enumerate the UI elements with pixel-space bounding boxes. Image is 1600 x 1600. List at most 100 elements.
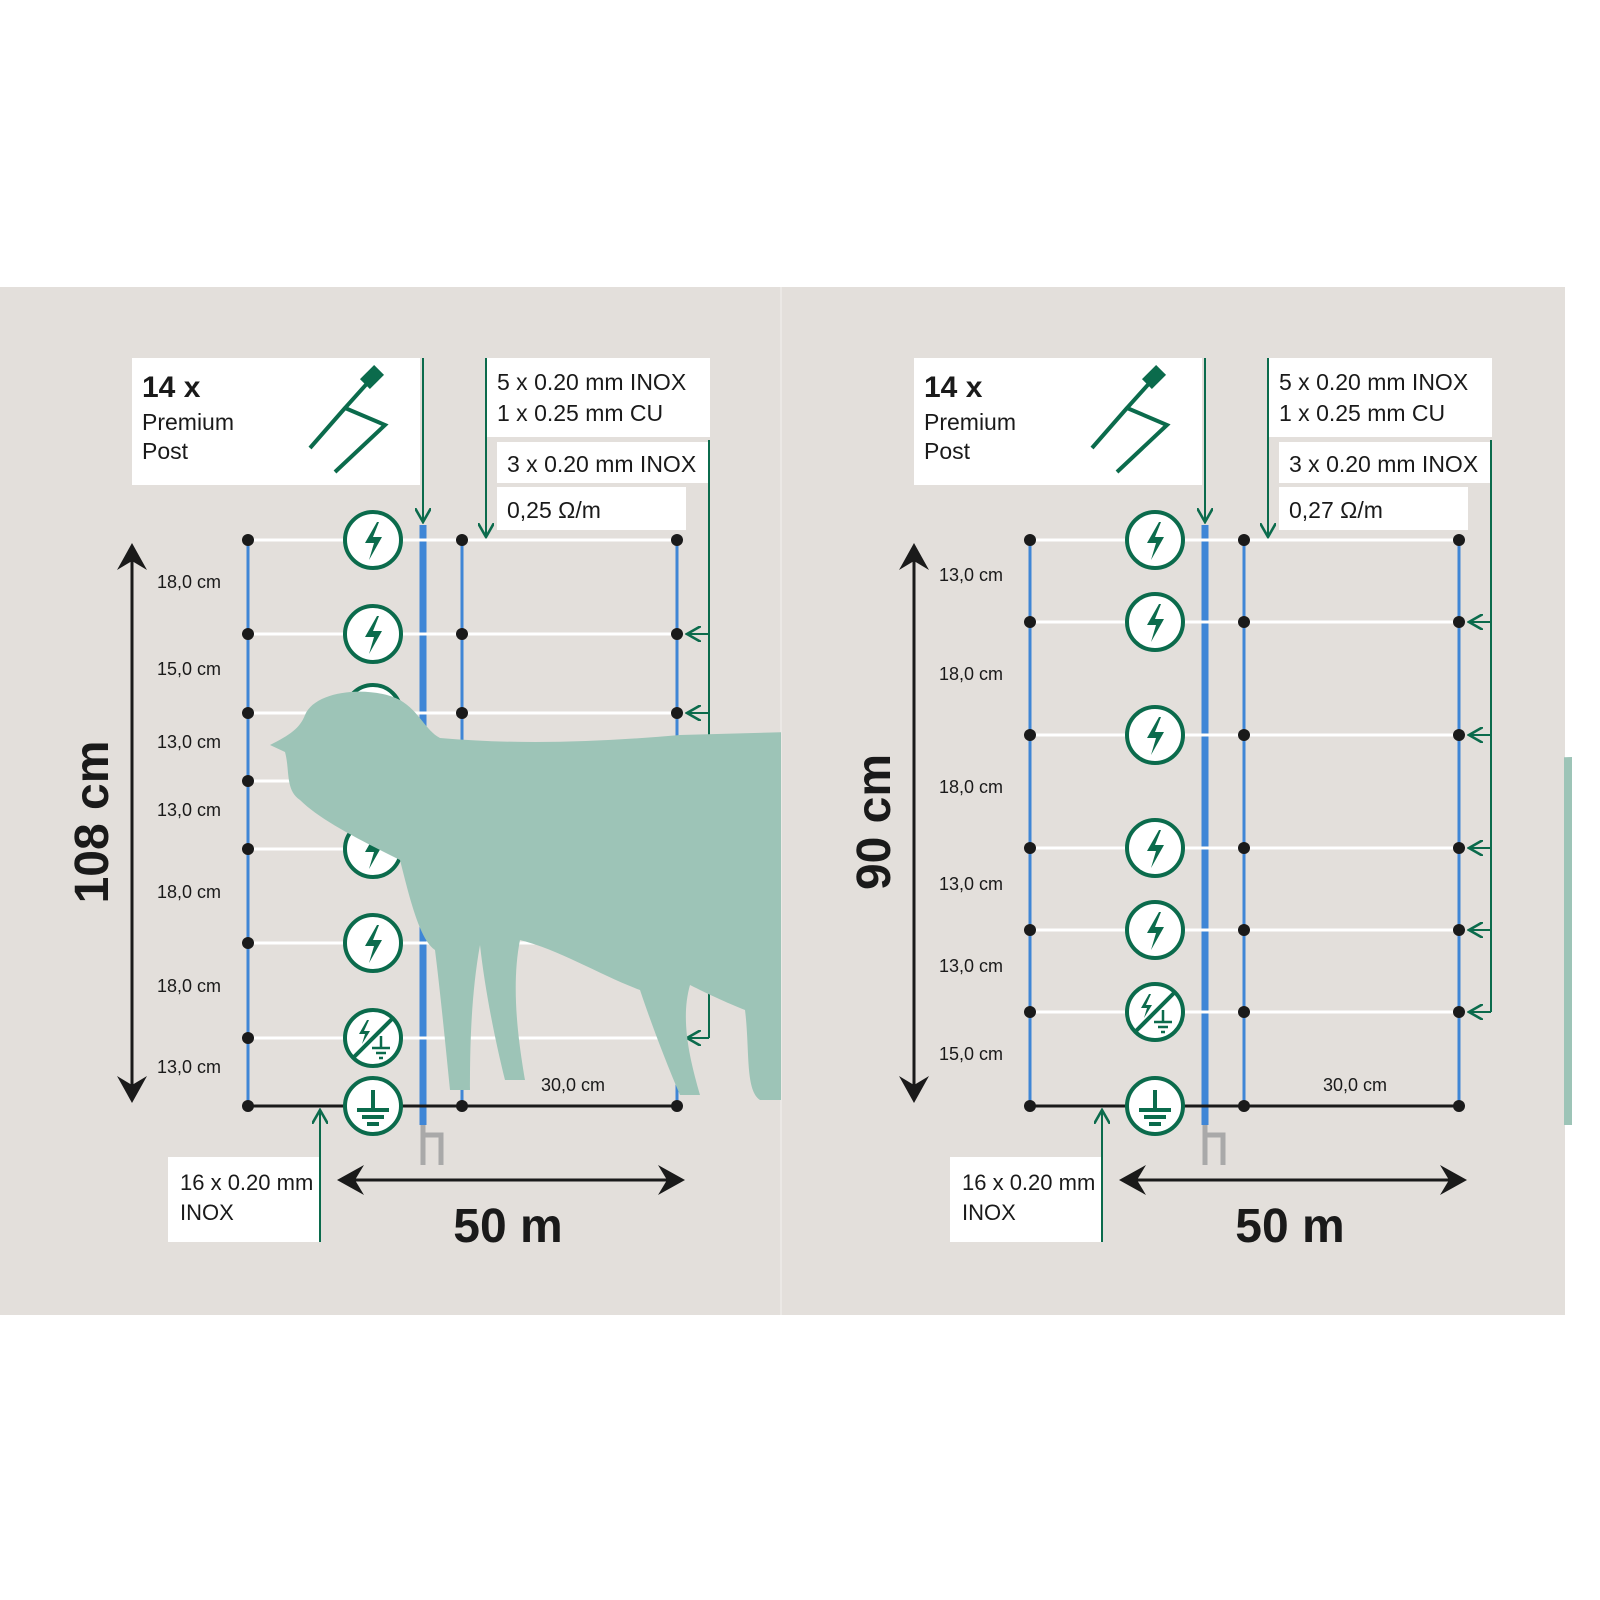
wire-spacing-label: 15,0 cm: [939, 1044, 1003, 1064]
ground-icon: [1125, 1076, 1185, 1136]
wire-knot: [242, 534, 254, 546]
ground-wire-spec: INOX: [962, 1200, 1016, 1225]
post-name: Post: [142, 438, 189, 464]
resistance-box: [1279, 487, 1468, 530]
post-icon: [308, 364, 389, 474]
wire-knot: [242, 775, 254, 787]
conductor-spec: 5 x 0.20 mm INOX: [1279, 369, 1468, 395]
lightning-icon: [1125, 510, 1185, 570]
wire-spacing-label: 13,0 cm: [939, 874, 1003, 894]
wire-knot: [671, 628, 683, 640]
lightning-icon: [1125, 705, 1185, 765]
wire-knot: [456, 1100, 468, 1112]
wire-knot: [1453, 729, 1465, 741]
wire-knot: [1024, 1006, 1036, 1018]
post-name: Premium: [142, 409, 234, 435]
wire-spacing-label: 18,0 cm: [157, 572, 221, 592]
wire-knot: [1238, 924, 1250, 936]
conductor-box: [1267, 358, 1492, 437]
wire-knot: [1238, 1100, 1250, 1112]
wire-knot: [1024, 924, 1036, 936]
ground-wire-spec: 16 x 0.20 mm: [180, 1170, 313, 1195]
wire-spacing-label: 13,0 cm: [939, 565, 1003, 585]
wire-knot: [1238, 729, 1250, 741]
wire-knot: [242, 1100, 254, 1112]
ground-wire-box: [168, 1157, 320, 1242]
ground-wire-spec: INOX: [180, 1200, 234, 1225]
wire-knot: [671, 534, 683, 546]
wire-knot: [671, 707, 683, 719]
wire-knot: [1238, 1006, 1250, 1018]
sheep-icon: [270, 691, 781, 1100]
resistance-box: [497, 487, 686, 530]
wire-spacing-label: 13,0 cm: [157, 800, 221, 820]
lightning-ground-switch-icon: [343, 1008, 403, 1068]
wire-spacing-label: 13,0 cm: [939, 956, 1003, 976]
wire-knot: [1238, 842, 1250, 854]
height-label: 90 cm: [848, 754, 901, 890]
lightning-icon: [1125, 900, 1185, 960]
wire-knot: [242, 937, 254, 949]
post-spacing-label: 30,0 cm: [1323, 1075, 1387, 1095]
sheep-icon: [1564, 757, 1572, 1125]
lightning-icon: [343, 604, 403, 664]
wire-knot: [456, 534, 468, 546]
wire-knot: [1453, 1006, 1465, 1018]
wire-knot: [1453, 616, 1465, 628]
wire-knot: [456, 707, 468, 719]
wire-knot: [1453, 534, 1465, 546]
wire-knot: [1453, 842, 1465, 854]
conductor-spec: 1 x 0.25 mm CU: [497, 400, 663, 426]
lightning-icon: [343, 510, 403, 570]
lightning-ground-switch-icon: [1125, 982, 1185, 1042]
conductor-spec: 3 x 0.20 mm INOX: [1289, 451, 1478, 477]
conductor-box: [1279, 442, 1490, 483]
wire-spacing-label: 13,0 cm: [157, 1057, 221, 1077]
resistance-value: 0,25 Ω/m: [507, 497, 601, 523]
lightning-icon: [343, 913, 403, 973]
wire-spacing-label: 13,0 cm: [157, 732, 221, 752]
wire-knot: [1024, 534, 1036, 546]
wire-spacing-label: 15,0 cm: [157, 659, 221, 679]
resistance-value: 0,27 Ω/m: [1289, 497, 1383, 523]
wire-knot: [242, 843, 254, 855]
wire-knot: [671, 1100, 683, 1112]
length-label: 50 m: [453, 1200, 562, 1253]
ground-icon: [343, 1076, 403, 1136]
post-icon: [1090, 364, 1171, 474]
post-spacing-label: 30,0 cm: [541, 1075, 605, 1095]
conductor-box: [497, 442, 708, 483]
height-label: 108 cm: [66, 741, 119, 904]
conductor-spec: 1 x 0.25 mm CU: [1279, 400, 1445, 426]
wire-spacing-label: 18,0 cm: [939, 664, 1003, 684]
length-label: 50 m: [1235, 1200, 1344, 1253]
wire-knot: [456, 628, 468, 640]
post-name: Premium: [924, 409, 1016, 435]
conductor-box: [485, 358, 710, 437]
post-spike: [420, 1125, 444, 1165]
sheep-silhouette: [270, 691, 781, 1100]
wire-knot: [1238, 616, 1250, 628]
wire-knot: [1453, 924, 1465, 936]
wire-spacing-label: 18,0 cm: [157, 882, 221, 902]
conductor-spec: 3 x 0.20 mm INOX: [507, 451, 696, 477]
ground-wire-spec: 16 x 0.20 mm: [962, 1170, 1095, 1195]
sheep-silhouette: [1564, 757, 1572, 1125]
conductor-spec: 5 x 0.20 mm INOX: [497, 369, 686, 395]
wire-knot: [1024, 1100, 1036, 1112]
wire-spacing-label: 18,0 cm: [157, 976, 221, 996]
wire-knot: [1024, 616, 1036, 628]
ground-wire-box: [950, 1157, 1102, 1242]
post-name: Post: [924, 438, 971, 464]
wire-knot: [242, 707, 254, 719]
wire-knot: [1024, 729, 1036, 741]
lightning-icon: [1125, 818, 1185, 878]
wire-spacing-label: 18,0 cm: [939, 777, 1003, 797]
wire-knot: [1453, 1100, 1465, 1112]
post-count: 14 x: [142, 371, 201, 404]
wire-knot: [242, 1032, 254, 1044]
wire-knot: [1024, 842, 1036, 854]
